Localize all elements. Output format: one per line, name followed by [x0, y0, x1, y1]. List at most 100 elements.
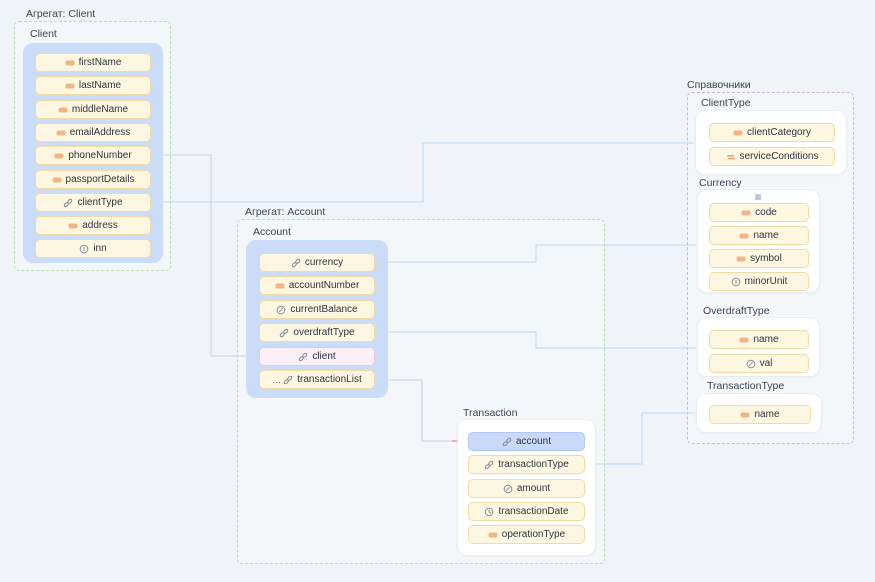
field-amount[interactable]: amount — [468, 479, 585, 498]
string-type-icon — [275, 281, 285, 291]
entity-transaction[interactable]: account transactionType amount transacti… — [457, 419, 596, 556]
entity-account-title: Account — [253, 226, 291, 238]
field-clientCategory[interactable]: clientCategory — [709, 123, 835, 142]
field-label: accountNumber — [288, 280, 360, 291]
field-label: inn — [93, 243, 107, 254]
field-currentBalance[interactable]: currentBalance — [259, 300, 375, 319]
field-clientType[interactable]: clientType — [35, 193, 151, 212]
decimal-type-icon — [746, 359, 756, 369]
field-label: name — [754, 409, 780, 420]
field-operationType[interactable]: operationType — [468, 525, 585, 544]
field-transactionDate[interactable]: transactionDate — [468, 502, 585, 521]
link-type-icon — [298, 352, 308, 362]
string-type-icon — [488, 530, 498, 540]
field-name[interactable]: name — [709, 405, 811, 424]
field-currency[interactable]: currency — [259, 253, 375, 272]
string-type-icon — [739, 335, 749, 345]
reference-group-label: Справочники — [687, 79, 751, 91]
clock-type-icon — [484, 507, 494, 517]
aggregate-account-label: Агрегат: Account — [245, 206, 326, 218]
string-type-icon — [739, 231, 749, 241]
entity-clienttype[interactable]: clientCategory serviceConditions — [695, 110, 847, 175]
string-type-icon — [52, 175, 62, 185]
field-label: name — [753, 230, 779, 241]
integer-type-icon — [79, 244, 89, 254]
field-transactionList[interactable]: … transactionList — [259, 370, 375, 389]
field-label: client — [312, 351, 336, 362]
field-lastName[interactable]: lastName — [35, 76, 151, 95]
integer-type-icon — [731, 277, 741, 287]
field-overdraftType[interactable]: overdraftType — [259, 323, 375, 342]
field-minorUnit[interactable]: minorUnit — [709, 272, 809, 291]
field-address[interactable]: address — [35, 216, 151, 235]
field-passportDetails[interactable]: passportDetails — [35, 170, 151, 189]
field-symbol[interactable]: symbol — [709, 249, 809, 268]
string-type-icon — [736, 254, 746, 264]
link-type-icon — [279, 328, 289, 338]
decimal-type-icon — [503, 484, 513, 494]
link-type-icon — [283, 375, 293, 385]
field-label: code — [755, 207, 777, 218]
field-label: firstName — [78, 57, 122, 68]
entity-overdrafttype[interactable]: name val — [697, 317, 820, 377]
entity-currency[interactable]: code name symbol minorUnit — [697, 189, 820, 293]
link-type-icon — [502, 437, 512, 447]
string-type-icon — [56, 128, 66, 138]
field-label: transactionDate — [498, 506, 569, 517]
connector-clienttype-field-to-clienttype — [152, 142, 694, 203]
field-phoneNumber[interactable]: phoneNumber — [35, 146, 151, 165]
field-label: phoneNumber — [68, 150, 132, 161]
entity-account[interactable]: currency accountNumber currentBalance ov… — [246, 240, 388, 398]
link-type-icon — [63, 198, 73, 208]
field-val[interactable]: val — [709, 354, 809, 373]
field-inn[interactable]: inn — [35, 239, 151, 258]
field-account-reference[interactable]: account — [468, 432, 585, 451]
field-label: lastName — [78, 80, 122, 91]
string-type-icon — [65, 58, 75, 68]
connection-handle[interactable] — [755, 194, 761, 200]
map-type-icon — [726, 152, 736, 162]
entity-clienttype-title: ClientType — [701, 97, 751, 109]
entity-transactiontype-title: TransactionType — [707, 380, 785, 392]
field-name[interactable]: name — [709, 330, 809, 349]
field-label: name — [753, 334, 779, 345]
link-type-icon — [484, 460, 494, 470]
string-type-icon — [733, 128, 743, 138]
field-accountNumber[interactable]: accountNumber — [259, 276, 375, 295]
field-code[interactable]: code — [709, 203, 809, 222]
link-type-icon — [291, 258, 301, 268]
list-type-icon: … — [272, 374, 282, 385]
field-label: middleName — [71, 104, 129, 115]
string-type-icon — [65, 81, 75, 91]
field-label: emailAddress — [69, 127, 131, 138]
string-type-icon — [741, 208, 751, 218]
field-firstName[interactable]: firstName — [35, 53, 151, 72]
field-label: operationType — [501, 529, 566, 540]
aggregate-client-label: Агрегат: Client — [26, 8, 96, 20]
field-label: currentBalance — [290, 304, 358, 315]
field-label: clientCategory — [747, 127, 811, 138]
entity-transactiontype[interactable]: name — [696, 393, 822, 433]
field-label: transactionType — [498, 459, 569, 470]
field-label: currency — [304, 257, 344, 268]
field-middleName[interactable]: middleName — [35, 100, 151, 119]
field-serviceConditions[interactable]: serviceConditions — [709, 147, 835, 166]
entity-client[interactable]: firstName lastName middleName emailAddre… — [23, 43, 163, 263]
field-transactionType[interactable]: transactionType — [468, 455, 585, 474]
field-name[interactable]: name — [709, 226, 809, 245]
string-type-icon — [54, 151, 64, 161]
decimal-type-icon — [276, 305, 286, 315]
field-label: serviceConditions — [739, 151, 819, 162]
field-label: minorUnit — [744, 276, 788, 287]
string-type-icon — [740, 410, 750, 420]
field-label: amount — [516, 483, 551, 494]
string-type-icon — [58, 105, 68, 115]
field-label: transactionList — [297, 374, 362, 385]
field-label: account — [515, 436, 552, 447]
field-emailAddress[interactable]: emailAddress — [35, 123, 151, 142]
field-client-reference[interactable]: client — [259, 347, 375, 366]
entity-currency-title: Currency — [699, 177, 742, 189]
field-label: symbol — [750, 253, 782, 264]
entity-client-title: Client — [30, 28, 57, 40]
